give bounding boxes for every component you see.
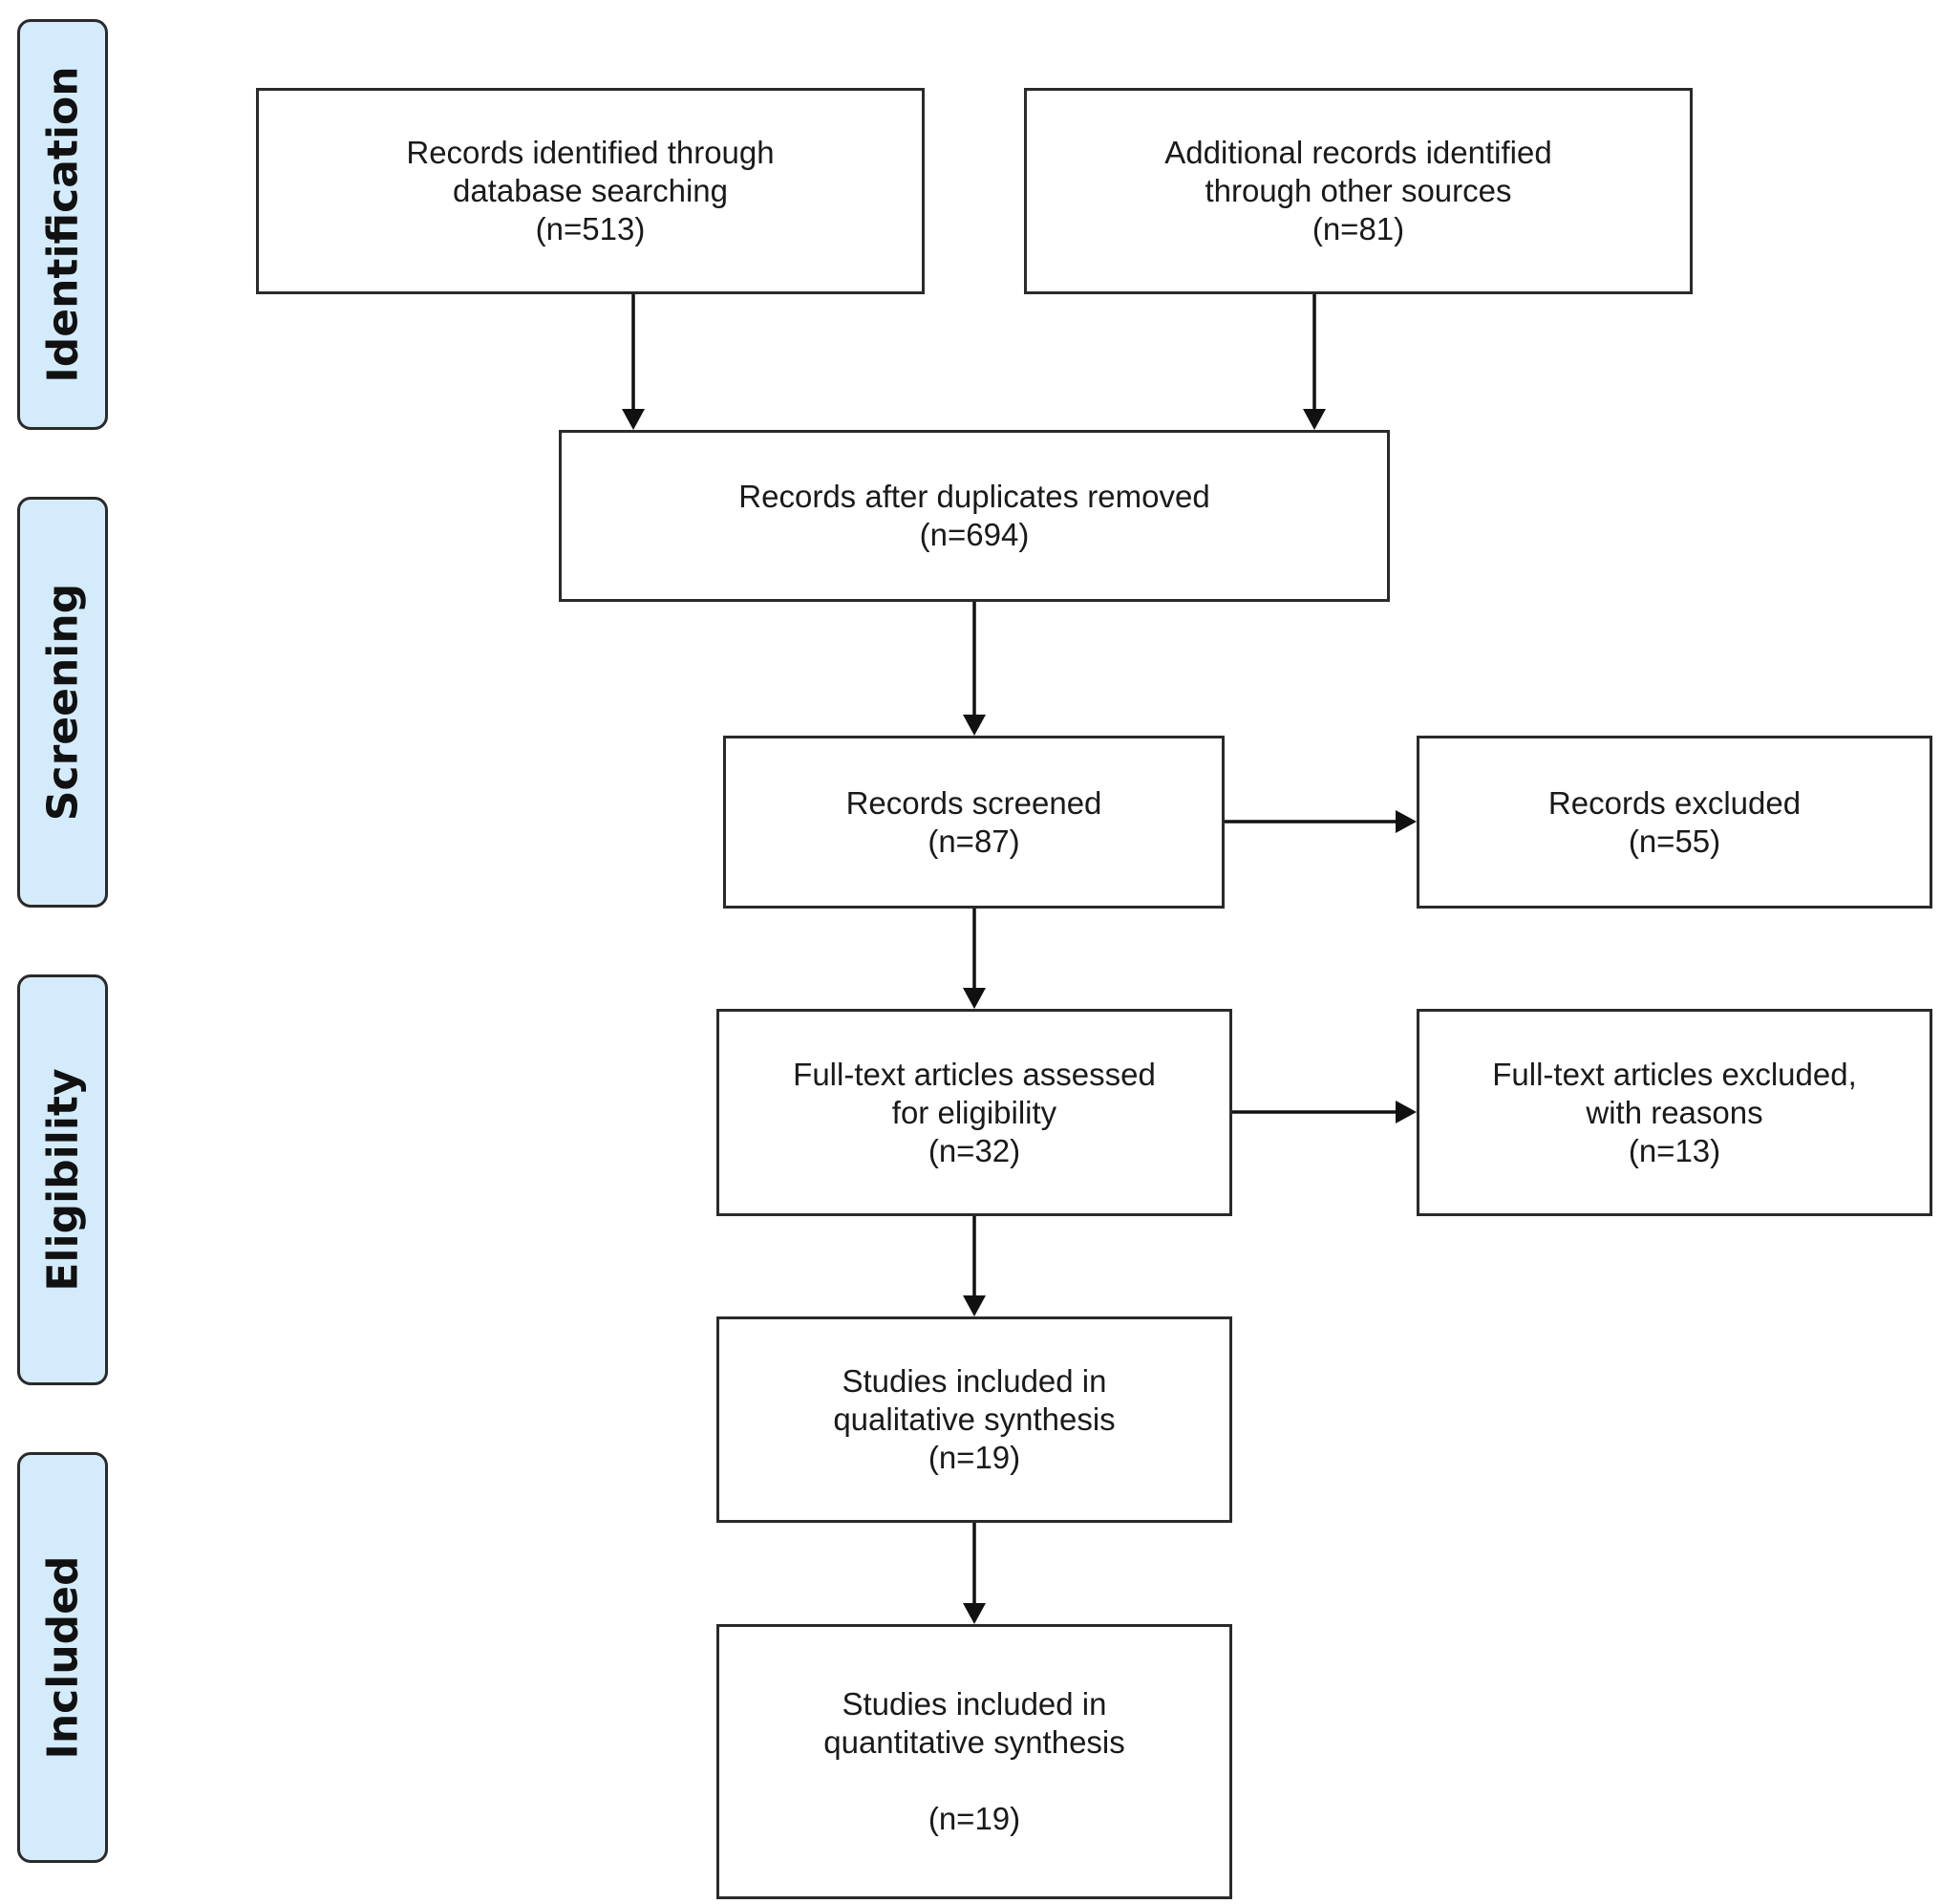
- box-records-screened: Records screened (n=87): [723, 736, 1225, 909]
- box-duplicates-removed-line1: Records after duplicates removed: [738, 479, 1210, 514]
- box-records-excluded-line1: Records excluded: [1547, 784, 1802, 821]
- box-qualitative-synthesis-line1: Studies included in: [842, 1363, 1107, 1399]
- box-fulltext-assessed-count: (n=32): [928, 1132, 1021, 1168]
- box-qualitative-synthesis: Studies included in qualitative synthesi…: [716, 1316, 1232, 1523]
- phase-eligibility: Eligibility: [17, 974, 108, 1385]
- box-qualitative-synthesis-line2: qualitative synthesis: [833, 1401, 1116, 1437]
- arrowhead-database-to-duplicates: [622, 409, 645, 430]
- box-other-sources-line1: Additional records identified: [1164, 135, 1552, 170]
- box-records-excluded-count: (n=55): [1628, 823, 1721, 859]
- box-duplicates-removed-count: (n=694): [919, 517, 1030, 552]
- arrowhead-fulltext-to-qualitative: [963, 1295, 986, 1316]
- phase-screening: Screening: [17, 497, 108, 908]
- arrowhead-other-to-duplicates: [1303, 409, 1326, 430]
- box-quantitative-synthesis-line2: quantitative synthesis: [823, 1724, 1125, 1760]
- box-database-records-line2: database searching: [452, 173, 729, 208]
- box-fulltext-assessed: Full-text articles assessed for eligibil…: [716, 1009, 1232, 1216]
- box-database-records-line1: Records identified through: [406, 135, 775, 170]
- arrowhead-screened-to-fulltext: [963, 988, 986, 1009]
- arrowhead-fulltext-to-excluded: [1396, 1101, 1417, 1123]
- box-fulltext-excluded-line1: Full-text articles excluded,: [1492, 1056, 1857, 1092]
- box-fulltext-excluded: Full-text articles excluded, with reason…: [1417, 1009, 1932, 1216]
- box-fulltext-assessed-line2: for eligibility: [891, 1094, 1057, 1130]
- box-fulltext-excluded-count: (n=13): [1628, 1132, 1721, 1168]
- box-database-records-count: (n=513): [535, 211, 646, 246]
- phase-identification: Identification: [17, 19, 108, 430]
- box-records-excluded: Records excluded (n=55): [1417, 736, 1932, 909]
- box-database-records: Records identified through database sear…: [256, 88, 925, 294]
- box-fulltext-excluded-line2: with reasons: [1586, 1094, 1763, 1130]
- arrowhead-duplicates-to-screened: [963, 715, 986, 736]
- arrowhead-qualitative-to-quantitative: [963, 1603, 986, 1624]
- box-qualitative-synthesis-count: (n=19): [928, 1440, 1021, 1475]
- box-fulltext-assessed-line1: Full-text articles assessed: [793, 1056, 1156, 1092]
- phase-included: Included: [17, 1452, 108, 1863]
- box-duplicates-removed: Records after duplicates removed (n=694): [559, 430, 1390, 602]
- box-quantitative-synthesis: Studies included in quantitative synthes…: [716, 1624, 1232, 1899]
- box-quantitative-synthesis-count: (n=19): [928, 1801, 1021, 1836]
- arrowhead-screened-to-excluded: [1396, 810, 1417, 833]
- box-other-sources-line2: through other sources: [1205, 173, 1512, 208]
- box-other-sources-count: (n=81): [1312, 211, 1405, 246]
- box-records-screened-line1: Records screened: [845, 784, 1102, 821]
- box-records-screened-count: (n=87): [928, 823, 1020, 859]
- box-other-sources: Additional records identified through ot…: [1024, 88, 1693, 294]
- box-quantitative-synthesis-line1: Studies included in: [842, 1686, 1107, 1722]
